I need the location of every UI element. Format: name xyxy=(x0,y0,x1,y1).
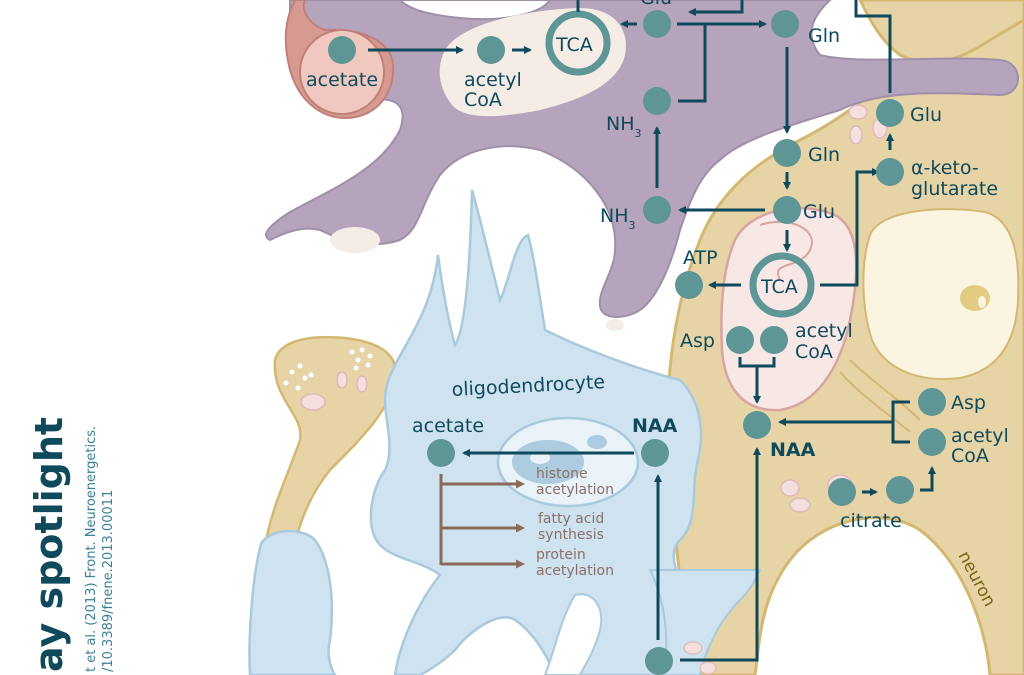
molecule-akg xyxy=(876,158,904,186)
terminal-mitochondrion xyxy=(300,393,326,411)
citation-line-2: /10.3389/fnene.2013.00011 xyxy=(101,490,116,672)
molecule-asp-cyto xyxy=(918,388,946,416)
label-glu-mito: Glu xyxy=(803,201,835,223)
terminal-mitochondrion xyxy=(336,371,348,389)
output-protein-1: protein xyxy=(536,547,586,563)
molecule-nh3-bottom xyxy=(643,196,671,224)
arrow-glu-release xyxy=(854,0,892,93)
label-naa-neuron: NAA xyxy=(770,439,816,461)
arrow-tca-to-akg xyxy=(820,168,880,287)
molecule-asp-mito xyxy=(726,326,754,354)
molecule-naa-transport xyxy=(645,647,673,675)
label-gln-neuron: Gln xyxy=(808,144,840,166)
label-glu-astro: Glu xyxy=(640,0,672,9)
neuron-mitochondrion xyxy=(720,206,858,412)
label-acetylcoa-mito-1: acetyl xyxy=(795,320,853,342)
label-tca-astro: TCA xyxy=(555,34,593,56)
label-nh3-bottom: NH3 xyxy=(600,205,636,232)
label-tca-neuron: TCA xyxy=(760,276,798,298)
output-histone-1: histone xyxy=(536,466,588,482)
astrocyte-mitochondrion xyxy=(439,8,626,117)
tca-cycle-neuron xyxy=(749,252,815,318)
molecule-naa-oligo xyxy=(641,439,669,467)
label-asp-mito: Asp xyxy=(680,330,715,352)
label-gln-astro: Gln xyxy=(808,25,840,47)
mitochondrion-small xyxy=(848,104,868,120)
output-protein-2: acetylation xyxy=(536,563,614,579)
molecule-glu-synapse xyxy=(876,99,904,127)
astrocyte-cell xyxy=(265,0,1019,331)
molecule-acetylcoa-astro xyxy=(477,36,505,64)
molecule-acetylcoa-cyto xyxy=(918,428,946,456)
myelin-sheath xyxy=(248,529,337,675)
molecule-nh3-top xyxy=(643,87,671,115)
label-acetate-astro: acetate xyxy=(306,69,378,91)
sidebar: ay spotlight t et al. (2013) Front. Neur… xyxy=(27,417,116,672)
label-acetylcoa-mito-2: CoA xyxy=(795,341,833,363)
label-akg-2: glutarate xyxy=(911,178,998,200)
label-glu-synapse: Glu xyxy=(910,104,942,126)
molecule-acetate-astro xyxy=(328,36,356,64)
oligodendrocyte-cell: oligodendrocyte xyxy=(248,189,762,675)
astrocyte-organelle xyxy=(330,227,380,253)
molecule-glu-mito xyxy=(773,196,801,224)
molecule-citrate xyxy=(828,478,856,506)
terminal-mitochondrion xyxy=(356,375,368,393)
output-histone-2: acetylation xyxy=(536,482,614,498)
neuron-pathway: Gln Glu TCA ATP α-keto- glutarate Glu As… xyxy=(675,0,1009,662)
label-citrate: citrate xyxy=(840,510,902,532)
neuron-nucleus xyxy=(862,208,1020,380)
mitochondrion-small xyxy=(789,497,811,513)
spotlight-title: ay spotlight xyxy=(27,417,71,672)
oligodendrocyte-pathway: acetate NAA histone acetylation fatty ac… xyxy=(412,415,678,675)
label-acetylcoa-astro-2: CoA xyxy=(464,89,502,111)
molecule-atp xyxy=(675,271,703,299)
mitochondrion-small xyxy=(849,125,863,145)
citation-line-1: t et al. (2013) Front. Neuroenergetics. xyxy=(84,426,99,672)
synaptic-vesicles xyxy=(283,347,373,391)
label-asp-cyto: Asp xyxy=(951,392,986,414)
molecule-glu-astro xyxy=(643,10,671,38)
arrow-citrate-to-acetylcoa xyxy=(920,466,936,492)
molecule-acetylcoa-mito xyxy=(760,326,788,354)
label-atp: ATP xyxy=(683,247,718,269)
bracket-nh3-to-gln xyxy=(678,24,707,103)
label-naa-oligo: NAA xyxy=(632,415,678,437)
molecule-gln-neuron xyxy=(773,139,801,167)
arrow-glu-reuptake xyxy=(688,0,744,16)
tca-cycle-astro xyxy=(545,10,611,76)
label-akg-1: α-keto- xyxy=(911,157,979,179)
molecule-acetate-oligo xyxy=(427,439,455,467)
nucleolus xyxy=(960,285,990,311)
acetate-vesicle xyxy=(299,29,385,115)
label-acetate-oligo: acetate xyxy=(412,415,484,437)
astrocyte-pathway: acetate acetyl CoA TCA Glu Gln NH3 NH3 xyxy=(306,0,840,232)
molecule-gln-astro xyxy=(771,10,799,38)
label-nh3-top: NH3 xyxy=(606,113,642,140)
molecule-citrate-product xyxy=(886,476,914,504)
molecule-naa-neuron xyxy=(743,411,771,439)
label-acetylcoa-cyto-2: CoA xyxy=(951,445,989,467)
label-acetylcoa-astro-1: acetyl xyxy=(464,69,522,91)
arrow-naa-transport-up xyxy=(680,447,761,662)
output-fatty-acid-2: synthesis xyxy=(538,527,604,543)
extracellular-gap xyxy=(398,0,552,21)
endoplasmic-reticulum xyxy=(849,359,921,421)
label-acetylcoa-cyto-1: acetyl xyxy=(951,425,1009,447)
output-fatty-acid-1: fatty acid xyxy=(538,511,604,527)
mitochondrion-small xyxy=(780,479,800,497)
